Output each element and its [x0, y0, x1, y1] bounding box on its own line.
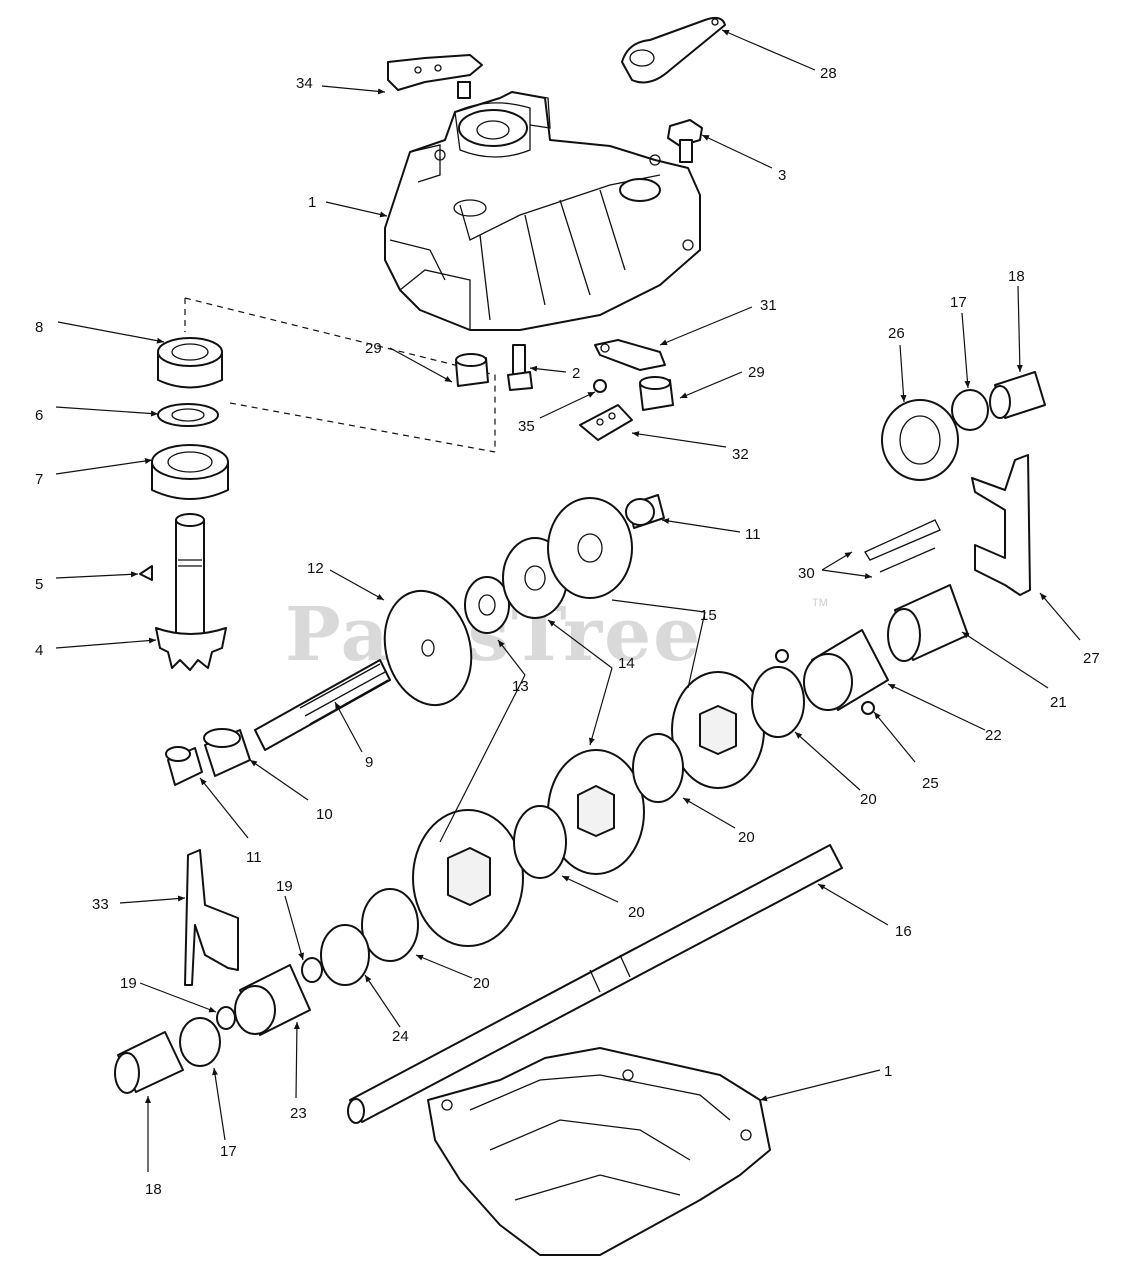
spacer-10	[203, 728, 251, 777]
bearing-23	[234, 964, 311, 1036]
plate-31	[594, 339, 666, 371]
callout-26: 26	[888, 325, 905, 342]
spring-30-b	[879, 547, 936, 573]
callout-7: 7	[35, 471, 43, 488]
bolt-3	[667, 119, 703, 163]
callout-18-left: 18	[145, 1181, 162, 1198]
callout-20-g: 20	[628, 904, 645, 921]
callout-17-left: 17	[220, 1143, 237, 1160]
callout-1-upper: 1	[308, 194, 316, 211]
gear-12	[383, 589, 473, 707]
callout-14: 14	[618, 655, 635, 672]
callout-4: 4	[35, 642, 43, 659]
callout-20-f: 20	[738, 829, 755, 846]
ball-35	[593, 379, 607, 393]
ball-25-lower	[861, 701, 875, 715]
snap-ring-19-upper	[301, 957, 323, 983]
callout-12: 12	[307, 560, 324, 577]
shift-collar-22	[803, 629, 889, 711]
callout-20-h: 20	[473, 975, 490, 992]
callout-2: 2	[572, 365, 580, 382]
gear-14-large	[547, 749, 645, 875]
lower-housing	[427, 1047, 771, 1256]
callout-3: 3	[778, 167, 786, 184]
callout-10: 10	[316, 806, 333, 823]
bushing-18-left	[114, 1031, 184, 1094]
washer-20-d	[361, 888, 419, 962]
bearing-8	[157, 337, 223, 389]
bearing-7	[151, 444, 229, 500]
callout-1-lower: 1	[884, 1063, 892, 1080]
bushing-29-left	[455, 353, 489, 387]
plate-32	[579, 404, 633, 441]
shaft-16	[347, 844, 843, 1124]
washer-20-a	[513, 805, 567, 879]
callout-30: 30	[798, 565, 815, 582]
pulley-26	[881, 399, 959, 481]
washer-17-right	[951, 389, 989, 431]
shaft-9	[254, 659, 391, 751]
shift-arm-28	[621, 16, 726, 84]
spring-30-a	[864, 519, 941, 561]
shift-lever-34	[387, 54, 483, 99]
callout-34: 34	[296, 75, 313, 92]
gear-13-large	[412, 809, 524, 947]
callout-28: 28	[820, 65, 837, 82]
snap-ring-24	[320, 924, 370, 986]
washer-20-b	[632, 733, 684, 803]
callout-11-top: 11	[745, 526, 761, 543]
callout-11-left: 11	[246, 849, 262, 866]
gear-15-small	[547, 497, 633, 599]
callout-32: 32	[732, 446, 749, 463]
callout-9: 9	[365, 754, 373, 771]
key-5	[139, 565, 153, 581]
callout-labels: 28 34 3 1 31 29 2 29 35 32 8 6 7 5 4 26 …	[35, 65, 1100, 1198]
pinion-shaft-4	[155, 513, 227, 671]
callout-16: 16	[895, 923, 912, 940]
callout-19-upper: 19	[276, 878, 293, 895]
callout-15: 15	[700, 607, 717, 624]
gear-15-large	[671, 671, 765, 789]
watermark-trademark: TM	[812, 597, 828, 609]
callout-17-right: 17	[950, 294, 967, 311]
callout-13: 13	[512, 678, 529, 695]
gear-13-small	[464, 576, 510, 634]
callout-6: 6	[35, 407, 43, 424]
ball-25-upper	[775, 649, 789, 663]
shift-fork-27	[971, 454, 1031, 596]
bushing-11-left	[165, 746, 203, 786]
washer-6	[157, 403, 219, 427]
callout-31: 31	[760, 297, 777, 314]
callout-29-right: 29	[748, 364, 765, 381]
callout-20-e: 20	[860, 791, 877, 808]
callout-18-right: 18	[1008, 268, 1025, 285]
callout-5: 5	[35, 576, 43, 593]
callout-25: 25	[922, 775, 939, 792]
callout-27: 27	[1083, 650, 1100, 667]
washer-20-c	[751, 666, 805, 738]
bushing-29-right	[639, 376, 674, 411]
bolt-2	[507, 344, 533, 391]
callout-21: 21	[1050, 694, 1067, 711]
callout-33: 33	[92, 896, 109, 913]
callout-8: 8	[35, 319, 43, 336]
callout-23: 23	[290, 1105, 307, 1122]
shift-fork-33	[184, 849, 239, 986]
callout-29-left: 29	[365, 340, 382, 357]
washer-17-left	[179, 1017, 221, 1067]
splined-gear-21	[887, 584, 969, 662]
callout-22: 22	[985, 727, 1002, 744]
callout-24: 24	[392, 1028, 409, 1045]
upper-housing	[384, 91, 701, 331]
callout-35: 35	[518, 418, 535, 435]
bushing-18-right	[989, 371, 1046, 419]
callout-19-lower: 19	[120, 975, 137, 992]
bushing-11-top	[625, 494, 665, 529]
snap-ring-19-lower	[216, 1006, 236, 1030]
